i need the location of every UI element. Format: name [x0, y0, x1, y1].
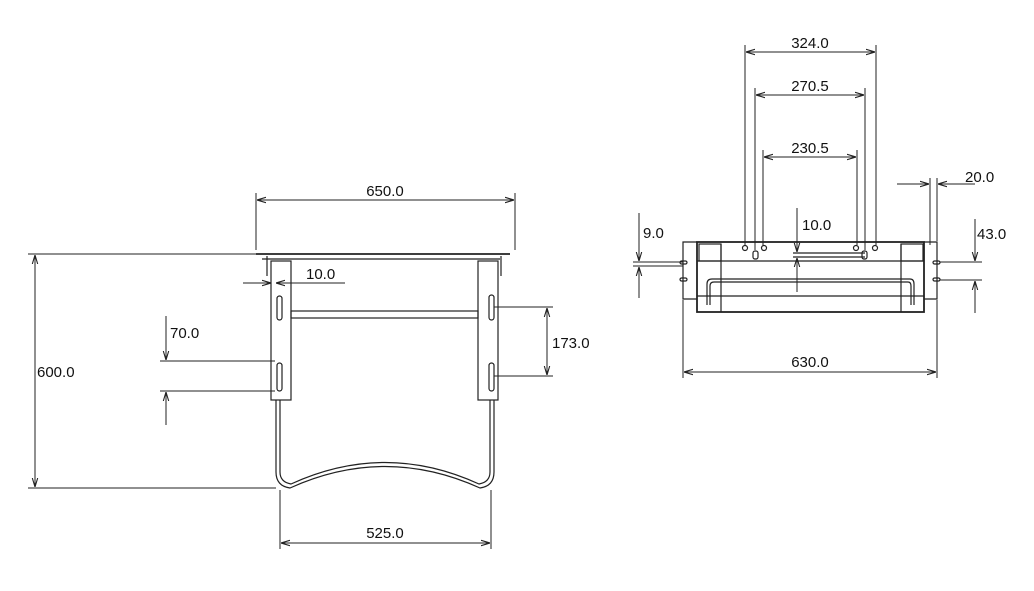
dim-600: 600.0: [37, 364, 75, 381]
dim-43: 43.0: [977, 226, 1006, 243]
dim-9: 9.0: [643, 225, 664, 242]
dim-630: 630.0: [791, 354, 829, 371]
dim-525: 525.0: [366, 525, 404, 542]
dim-324: 324.0: [791, 35, 829, 52]
dim-230-5: 230.5: [791, 140, 829, 157]
front-view: 650.0 600.0 10.0 70.0 173.0 525.0: [28, 183, 590, 549]
dim-270-5: 270.5: [791, 78, 829, 95]
dim-20: 20.0: [965, 169, 994, 186]
top-view: 324.0 270.5 230.5 10.0 20.0 43.0 9.0 630…: [633, 35, 1006, 378]
dim-650: 650.0: [366, 183, 404, 200]
dim-10-offset: 10.0: [802, 217, 831, 234]
dim-10-leg: 10.0: [306, 266, 335, 283]
dim-173: 173.0: [552, 335, 590, 352]
front-view-part: [256, 253, 510, 489]
dim-70: 70.0: [170, 325, 199, 342]
top-view-part: [679, 241, 941, 313]
